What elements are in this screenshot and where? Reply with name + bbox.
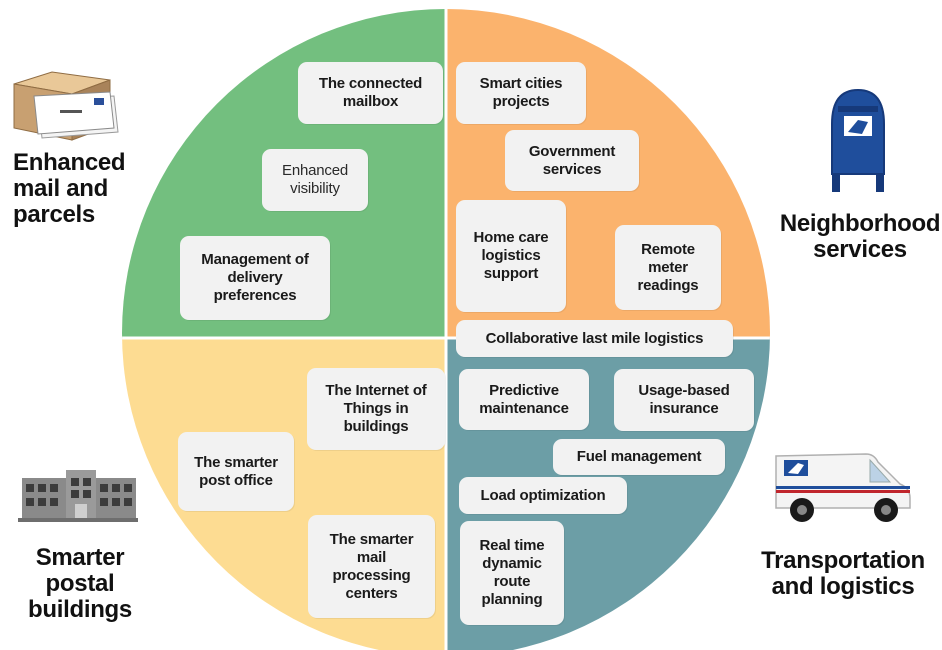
postal-building-icon — [18, 470, 138, 522]
mailbox-icon — [831, 88, 885, 192]
box-smart-cities: Smart cities projects — [456, 62, 586, 124]
category-smarter-buildings: Smarter postal buildings — [28, 544, 132, 623]
delivery-truck-icon — [775, 453, 911, 522]
box-connected-mailbox: The connected mailbox — [298, 62, 443, 124]
box-collaborative-last-mile: Collaborative last mile logistics — [456, 320, 733, 357]
box-load-optimization: Load optimization — [459, 477, 627, 514]
parcel-box-icon — [13, 71, 119, 141]
box-predictive-maintenance: Predictive maintenance — [459, 369, 589, 430]
box-home-care: Home care logistics support — [456, 200, 566, 312]
box-fuel-management: Fuel management — [553, 439, 725, 475]
box-smarter-mail-processing: The smarter mail processing centers — [308, 515, 435, 618]
box-government-services: Government services — [505, 130, 639, 191]
category-enhanced-mail: Enhanced mail and parcels — [13, 149, 126, 228]
box-route-planning: Real time dynamic route planning — [460, 521, 564, 625]
box-smarter-post-office: The smarter post office — [178, 432, 294, 511]
box-usage-based-insurance: Usage-based insurance — [614, 369, 754, 431]
category-neighborhood-services: Neighborhood services — [779, 210, 941, 263]
box-enhanced-visibility: Enhanced visibility — [262, 149, 368, 211]
category-transportation: Transportation and logistics — [761, 547, 925, 600]
box-iot-buildings: The Internet of Things in buildings — [307, 368, 445, 450]
box-delivery-preferences: Management of delivery preferences — [180, 236, 330, 320]
box-remote-meter: Remote meter readings — [615, 225, 721, 310]
